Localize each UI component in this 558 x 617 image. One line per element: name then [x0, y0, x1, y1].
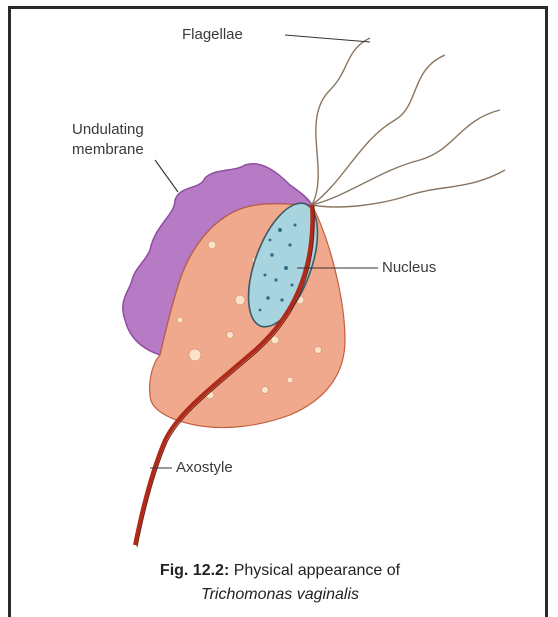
label-flagellae: Flagellae [182, 25, 243, 45]
leader-undulating [155, 160, 178, 192]
caption-species: Trichomonas vaginalis [201, 586, 359, 603]
flagella-group [312, 38, 505, 207]
flagellum-3 [312, 110, 500, 205]
flagellum-1 [312, 38, 370, 205]
figure-caption-line2: Trichomonas vaginalis [100, 584, 460, 606]
figure-caption-line1: Fig. 12.2: Physical appearance of [100, 560, 460, 582]
label-nucleus: Nucleus [382, 258, 436, 278]
label-undulating-line2: membrane [72, 140, 144, 160]
label-undulating-line1: Undulating [72, 120, 144, 140]
leader-flagellae [285, 35, 370, 42]
label-axostyle: Axostyle [176, 458, 233, 478]
flagellum-2 [312, 55, 445, 205]
caption-figure-number: Fig. 12.2: [160, 562, 229, 579]
caption-text: Physical appearance of [234, 562, 400, 579]
